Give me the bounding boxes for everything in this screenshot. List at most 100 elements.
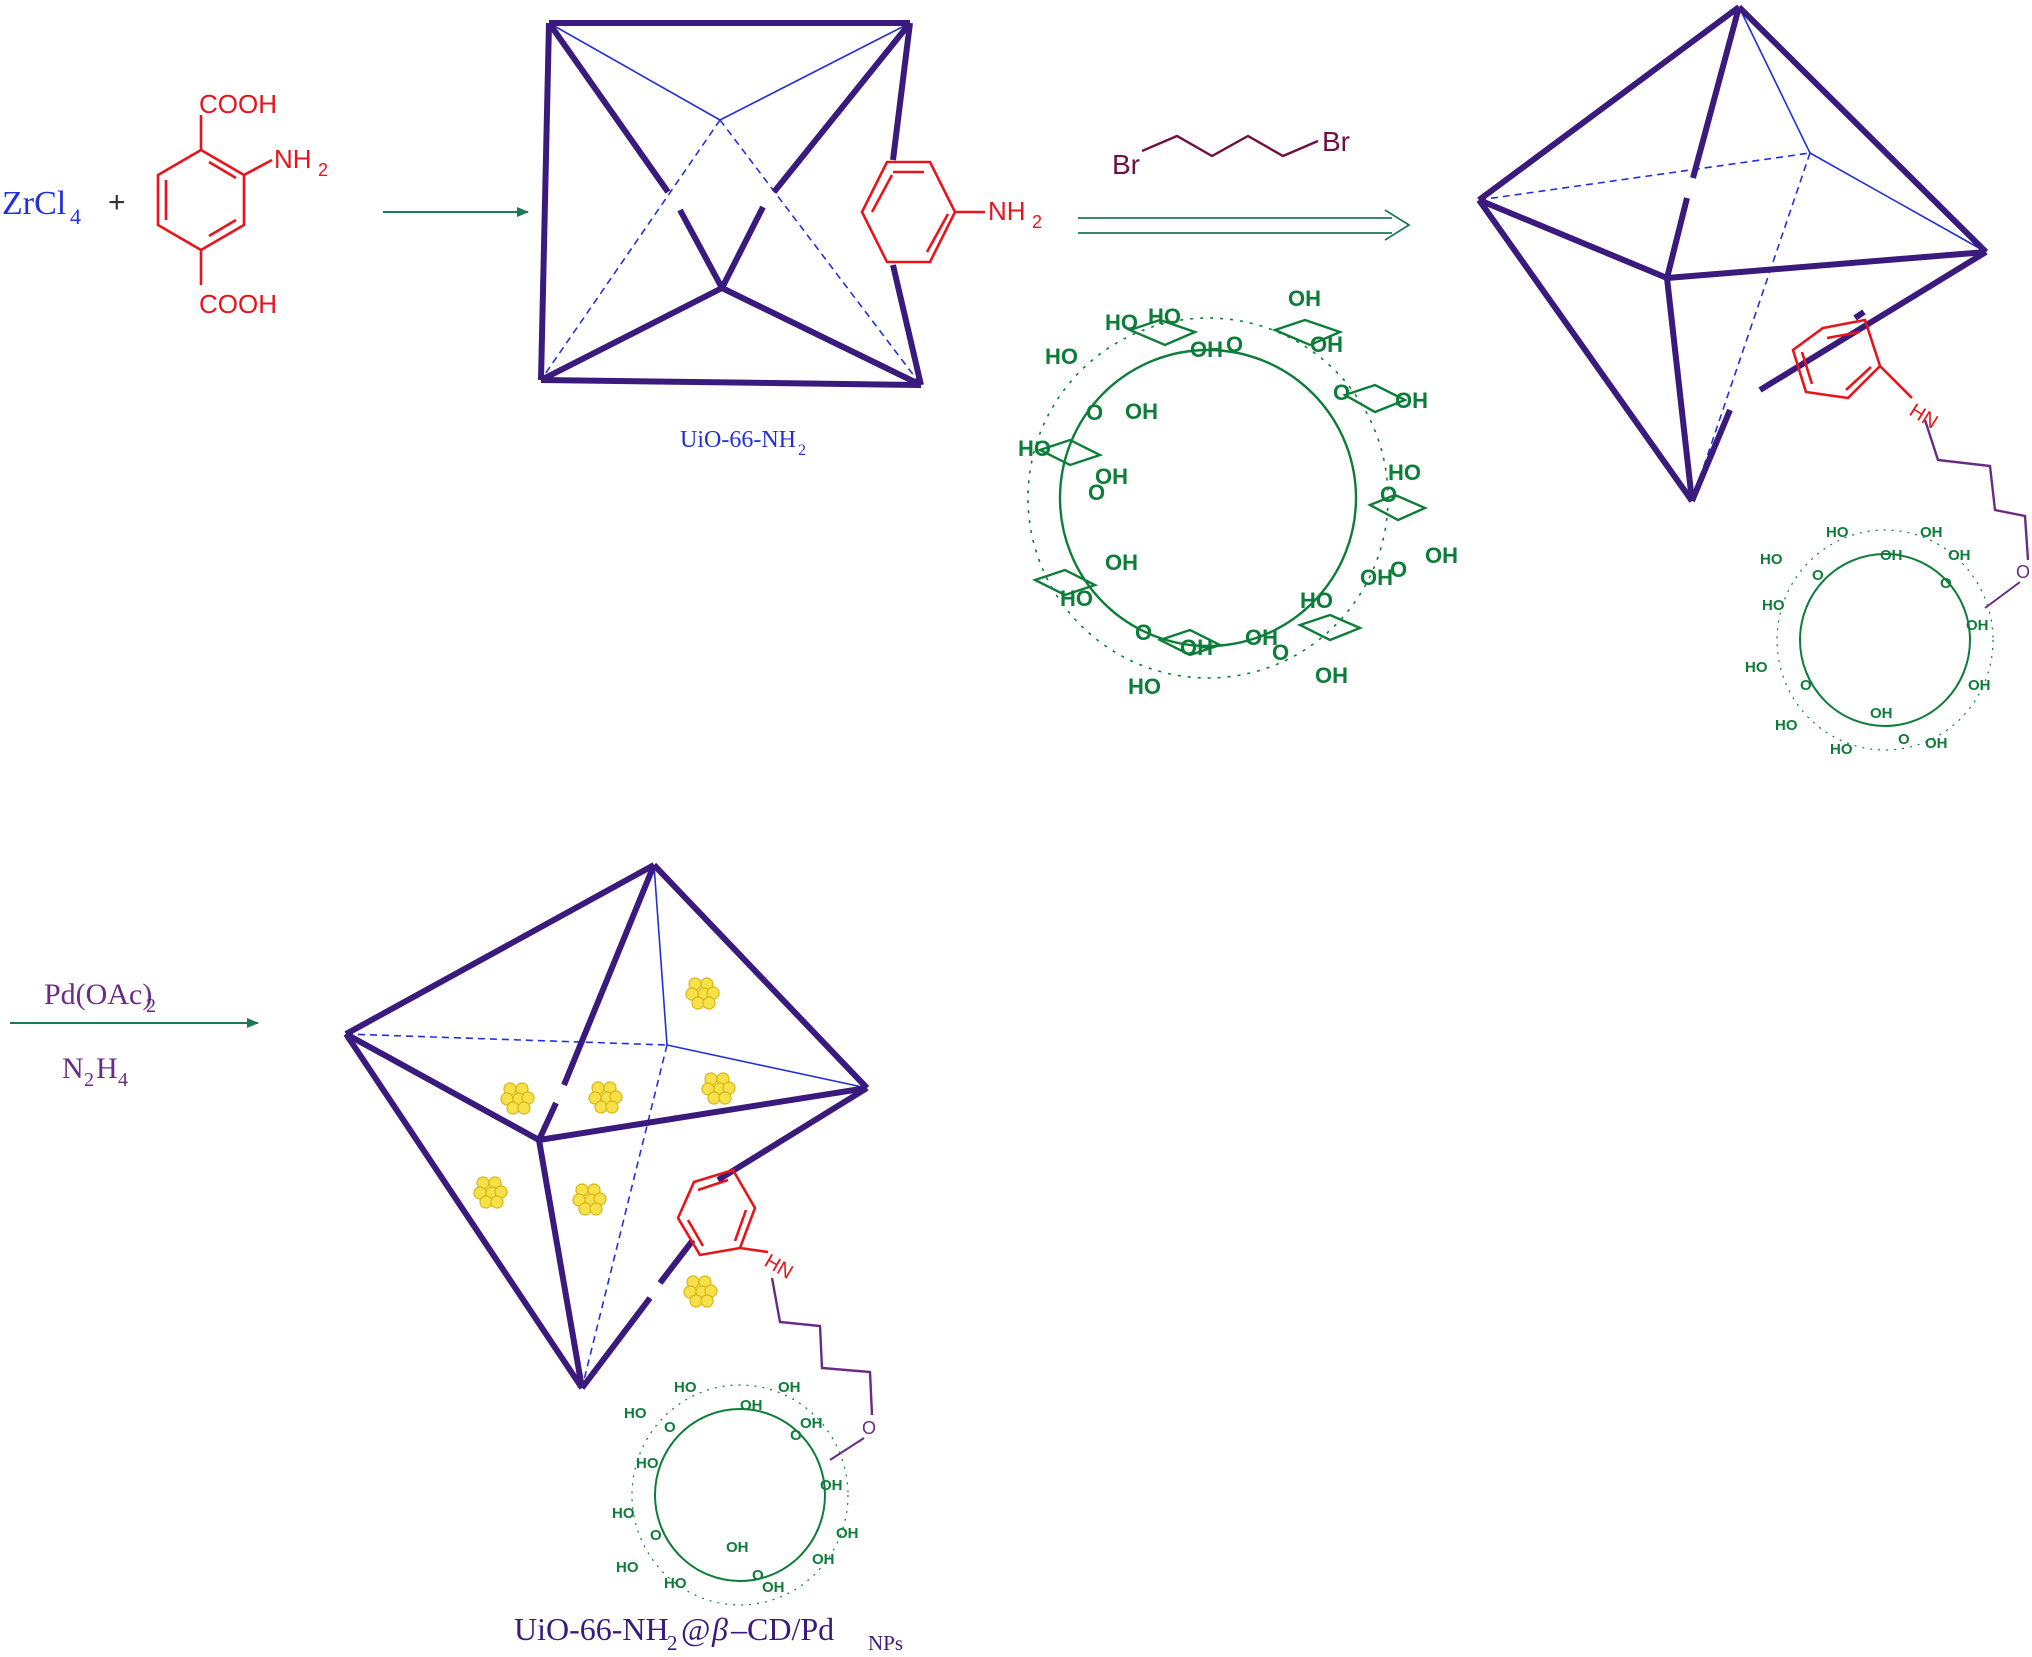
cd-o-label: O xyxy=(1812,567,1824,584)
pd-nanoparticle xyxy=(685,977,720,1010)
double-arrow-step2 xyxy=(1078,209,1411,241)
final-label-subscript: 2 xyxy=(667,1631,678,1655)
pd-nanoparticles xyxy=(473,977,736,1308)
cd-oh-label: OH xyxy=(1125,399,1158,424)
cd-ho-label: HO xyxy=(636,1455,659,1472)
cd-ho-label: HO xyxy=(1045,344,1078,369)
cd-oh-label: OH xyxy=(726,1539,749,1556)
cd-o-label: O xyxy=(1088,480,1105,505)
cd-oh-label: OH xyxy=(778,1379,801,1396)
cd-o-label: O xyxy=(664,1419,676,1436)
cd-oh-label: OH xyxy=(1395,388,1428,413)
cd-o-label: O xyxy=(1333,380,1350,405)
cd-ho-label: HO xyxy=(1830,741,1853,758)
cd-ho-label: HO xyxy=(1775,717,1798,734)
cd-oh-label: OH xyxy=(1095,464,1128,489)
final-o-link-label: O xyxy=(862,1418,876,1438)
cd-o-label: O xyxy=(1380,482,1397,507)
final-label-part-c: –CD/Pd xyxy=(730,1611,834,1647)
cd-oh-label: OH xyxy=(1245,625,1278,650)
cooh-top-label: COOH xyxy=(199,89,277,119)
cd-oh-label: OH xyxy=(1288,286,1321,311)
cd-o-label: O xyxy=(752,1567,764,1584)
linker-nh2-subscript: 2 xyxy=(1032,212,1042,232)
butyl-chain xyxy=(1923,419,2030,561)
cd-o-label: O xyxy=(1226,332,1243,357)
cd-oh-label: OH xyxy=(762,1579,785,1596)
cd-ho-label: HO xyxy=(1762,597,1785,614)
pd-nanoparticle xyxy=(473,1176,508,1209)
cd-oh-label: OH xyxy=(1880,547,1903,564)
cd-oh-label: OH xyxy=(812,1551,835,1568)
uio66-octahedron: NH 2 xyxy=(538,20,1042,388)
cd-ho-label: HO xyxy=(1060,586,1093,611)
final-product-label: UiO-66-NH 2 @ β –CD/Pd NPs xyxy=(514,1611,903,1655)
hn-label: HN xyxy=(1905,400,1941,434)
cd-oh-label: OH xyxy=(740,1397,763,1414)
pd-oac-subscript: 2 xyxy=(146,995,156,1017)
cd-o-label: O xyxy=(790,1427,802,1444)
cd-ho-label: HO xyxy=(612,1505,635,1522)
final-tethered-cyclodextrin: HO OH HO OH HO OH HO OH HO OH HO OH OH O… xyxy=(612,1379,859,1606)
zrcl4-reagent: ZrCl 4 xyxy=(2,185,81,229)
cd-ho-label: HO xyxy=(1018,436,1051,461)
final-label-part-a: UiO-66-NH xyxy=(514,1611,669,1647)
cd-oh-label: OH xyxy=(1360,565,1393,590)
cd-oh-label: OH xyxy=(1925,735,1948,752)
cd-ho-label: HO xyxy=(616,1559,639,1576)
pd-nanoparticle xyxy=(500,1082,535,1115)
benzene-ring xyxy=(156,148,246,252)
cd-oh-label: OH xyxy=(836,1525,859,1542)
cd-ho-label: HO xyxy=(1826,524,1849,541)
cooh-bottom-label: COOH xyxy=(199,289,277,319)
cd-oh-label: OH xyxy=(1190,337,1223,362)
cd-o-label: O xyxy=(1800,677,1812,694)
cd-oh-label: OH xyxy=(1310,332,1343,357)
br-right-label: Br xyxy=(1322,126,1350,157)
cd-o-label: O xyxy=(1390,557,1407,582)
uio66-label: UiO-66-NH xyxy=(680,427,796,453)
cd-o-label: O xyxy=(1086,400,1103,425)
cd-oh-label: OH xyxy=(1105,550,1138,575)
cd-ho-label: HO xyxy=(1760,551,1783,568)
final-hn-label: HN xyxy=(761,1250,797,1283)
cd-oh-label: OH xyxy=(1425,543,1458,568)
br-left-label: Br xyxy=(1112,149,1140,180)
cd-ho-label: HO xyxy=(1148,304,1181,329)
cd-ho-label: HO xyxy=(1388,460,1421,485)
final-octahedron: HN O HO OH HO OH HO OH HO OH HO OH HO OH xyxy=(343,862,876,1606)
tethered-cyclodextrin: HO OH HO OH HO OH HO OH HO OH HO OH OH O… xyxy=(1745,524,1994,758)
cd-oh-label: OH xyxy=(1180,635,1213,660)
functionalized-octahedron: HN O HO OH HO OH HO OH HO OH HO OH HO OH xyxy=(1476,4,2030,758)
cd-oh-label: OH xyxy=(820,1477,843,1494)
cd-o-label: O xyxy=(1940,575,1952,592)
o-link-label: O xyxy=(2016,562,2030,582)
cd-oh-label: OH xyxy=(800,1415,823,1432)
hydrazine-sub2: 4 xyxy=(118,1069,128,1091)
cd-o-label: O xyxy=(1898,731,1910,748)
cd-ho-label: HO xyxy=(1300,588,1333,613)
nh2-label: NH xyxy=(274,144,312,174)
linker-benzene xyxy=(860,160,985,264)
pd-nanoparticle xyxy=(572,1183,607,1216)
cd-ho-label: HO xyxy=(1128,674,1161,699)
cd-o-label: O xyxy=(1272,640,1289,665)
cd-ho-label: HO xyxy=(1105,310,1138,335)
zrcl4-text: ZrCl xyxy=(2,185,66,222)
final-butyl-chain xyxy=(770,1277,874,1416)
dibromobutane: Br Br xyxy=(1112,126,1350,180)
cd-oh-label: OH xyxy=(1315,663,1348,688)
hydrazine-n: N xyxy=(62,1052,84,1085)
beta-cyclodextrin: OH OH OH OH OH OH OH OH OH OH OH OH HO H… xyxy=(1018,286,1458,699)
cd-oh-label: OH xyxy=(1968,677,1991,694)
cd-ho-label: HO xyxy=(674,1379,697,1396)
pd-oac-label: Pd(OAc) xyxy=(44,978,152,1011)
pd-nanoparticle xyxy=(683,1275,718,1308)
cd-oh-label: OH xyxy=(1966,617,1989,634)
pd-nanoparticle xyxy=(701,1072,736,1105)
hydrazine-h: H xyxy=(96,1052,118,1085)
cd-ho-label: HO xyxy=(1745,659,1768,676)
final-label-subscript-nps: NPs xyxy=(868,1631,903,1655)
nh2-subscript: 2 xyxy=(318,160,328,180)
